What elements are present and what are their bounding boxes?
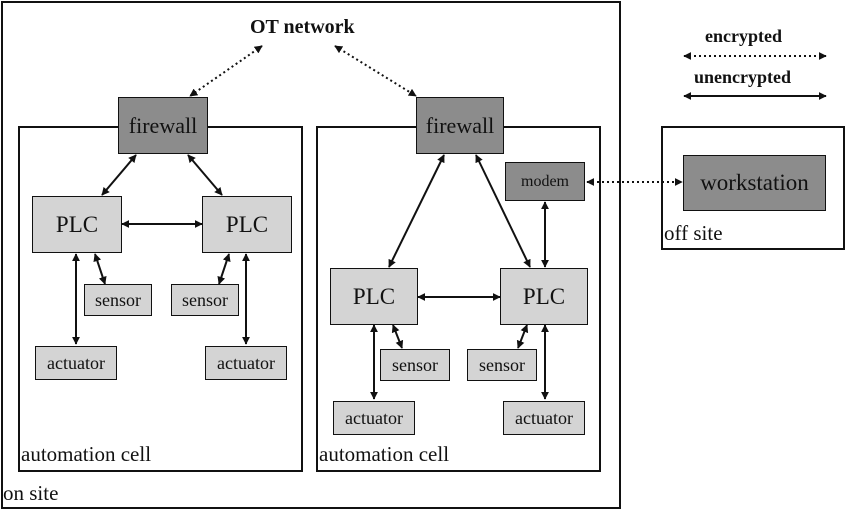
legend-unencrypted-label: unencrypted xyxy=(694,67,792,87)
off-site-zone xyxy=(661,126,845,250)
workstation-label: workstation xyxy=(700,170,809,195)
automation-cell-zone xyxy=(18,126,303,472)
actuator-label: actuator xyxy=(515,407,573,428)
on-site-zone xyxy=(1,1,621,509)
plc-node: PLC xyxy=(330,268,418,325)
modem-node: modem xyxy=(505,162,585,201)
firewall-to-plc-link xyxy=(101,154,137,196)
legend-encrypted-label: encrypted xyxy=(705,26,782,46)
firewall-node: firewall xyxy=(118,97,208,154)
sensor-label: sensor xyxy=(95,289,141,310)
sensor-node: sensor xyxy=(467,349,537,381)
actuator-node: actuator xyxy=(333,401,415,435)
workstation-node: workstation xyxy=(683,155,826,211)
off-site-label: off site xyxy=(664,221,723,245)
actuator-label: actuator xyxy=(345,407,403,428)
actuator-node: actuator xyxy=(503,401,585,435)
firewall-label: firewall xyxy=(128,112,198,138)
modem-label: modem xyxy=(521,172,569,190)
plc-label: PLC xyxy=(522,283,566,309)
plc-label: PLC xyxy=(225,211,269,237)
plc-to-sensor-link xyxy=(391,324,404,349)
actuator-node: actuator xyxy=(205,346,287,380)
plc-to-sensor-link xyxy=(93,253,107,285)
automation-cell-label: automation cell xyxy=(21,442,152,466)
sensor-label: sensor xyxy=(479,354,525,375)
plc-node: PLC xyxy=(32,196,122,253)
plc-label: PLC xyxy=(352,283,396,309)
actuator-node: actuator xyxy=(35,346,117,380)
plc-label: PLC xyxy=(55,211,99,237)
plc-to-sensor-link xyxy=(516,324,529,349)
firewall-node: firewall xyxy=(416,97,504,154)
sensor-node: sensor xyxy=(84,284,152,316)
firewall-to-plc-link xyxy=(475,154,531,268)
plc-to-sensor-link xyxy=(217,253,231,285)
actuator-label: actuator xyxy=(47,352,105,373)
ot-to-firewall-right-link xyxy=(334,45,417,97)
ot-network-label: OT network xyxy=(250,16,355,38)
sensor-node: sensor xyxy=(171,284,239,316)
firewall-label: firewall xyxy=(425,112,495,138)
automation-cell-label: automation cell xyxy=(319,442,450,466)
actuator-label: actuator xyxy=(217,352,275,373)
plc-node: PLC xyxy=(202,196,292,253)
sensor-label: sensor xyxy=(392,354,438,375)
sensor-label: sensor xyxy=(182,289,228,310)
on-site-label: on site xyxy=(3,481,59,505)
sensor-node: sensor xyxy=(380,349,450,381)
plc-node: PLC xyxy=(500,268,588,325)
firewall-to-plc-link xyxy=(187,154,223,196)
firewall-to-plc-link xyxy=(388,154,445,268)
